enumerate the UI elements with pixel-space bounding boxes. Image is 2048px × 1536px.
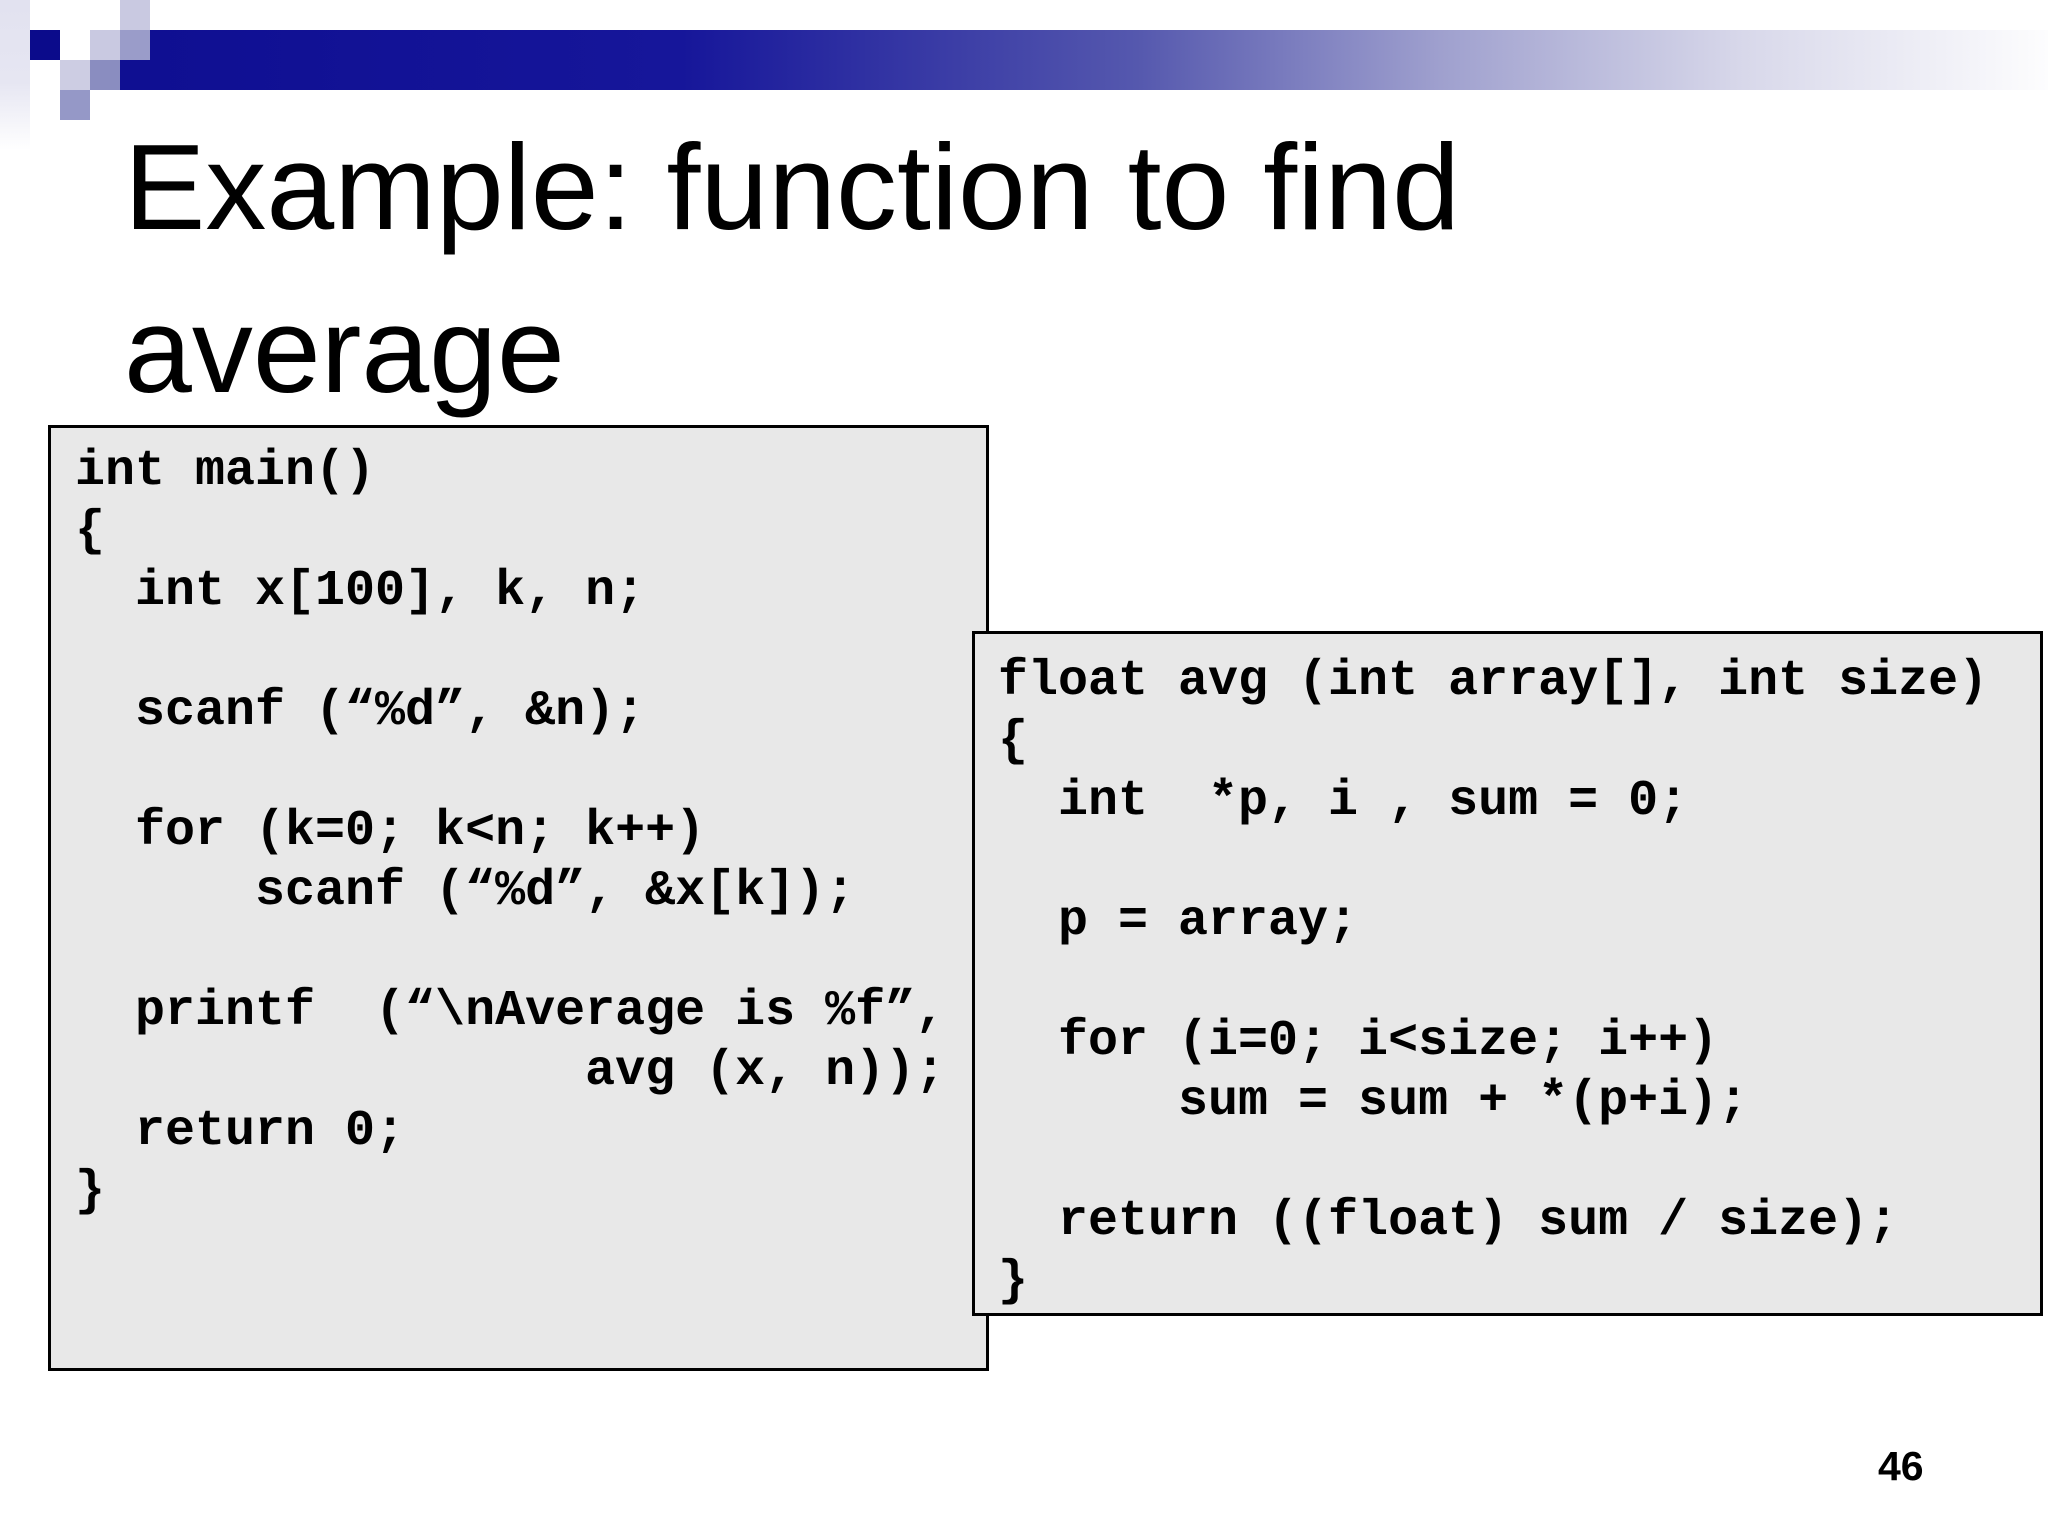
code-box-main: int main() { int x[100], k, n; scanf (“%… [48,425,989,1371]
header-gradient-bar [150,30,2048,90]
decor-bar-step [120,60,150,90]
decor-square-light2 [60,60,90,90]
decor-square-medium3 [60,90,90,120]
decor-left-strip [0,0,30,150]
decor-square-light [90,30,120,60]
code-text-avg: float avg (int array[], int size) { int … [998,653,1989,1310]
decor-square-medium2 [90,60,120,90]
code-text-main: int main() { int x[100], k, n; scanf (“%… [75,443,946,1220]
page-title: Example: function to find average [124,119,1460,418]
decor-square-navy [30,30,60,60]
page-number: 46 [1878,1443,1924,1489]
decor-square-light-top [120,0,150,30]
decor-square-medium [120,30,150,60]
code-box-avg: float avg (int array[], int size) { int … [972,631,2043,1316]
